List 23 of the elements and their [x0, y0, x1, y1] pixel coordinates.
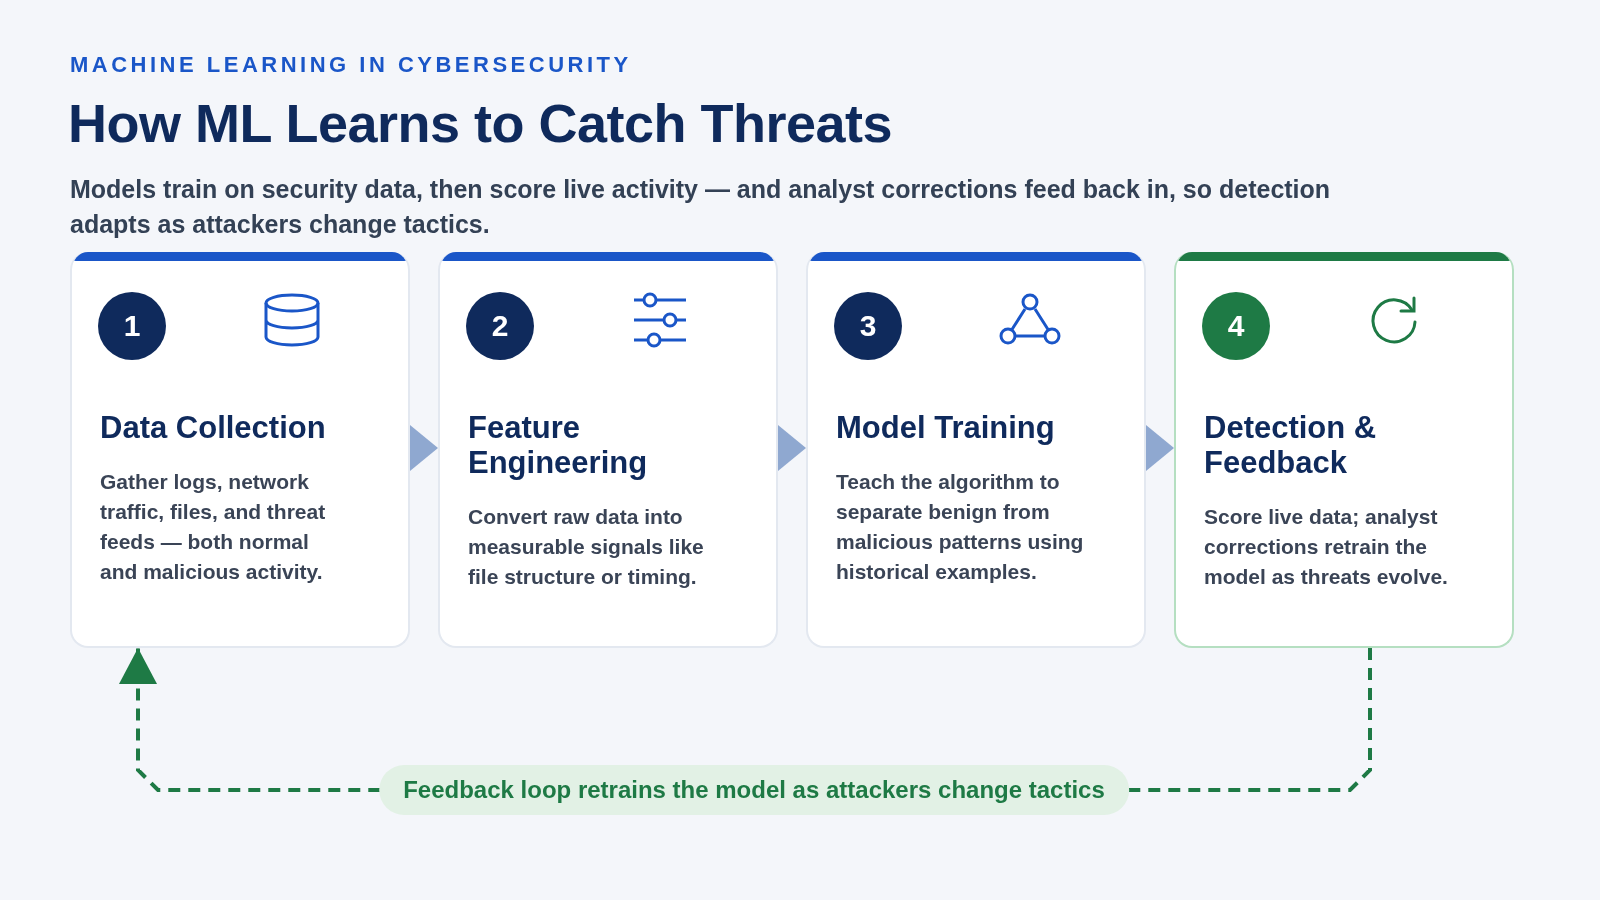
chevron-arrow [778, 425, 806, 471]
step-card [70, 252, 410, 648]
step-number: 3 [834, 292, 902, 360]
subtitle: Models train on security data, then score live activity — and analyst corrections feed back in, so detection adapts as attackers change tactics. [70, 174, 1332, 240]
step-card [438, 252, 778, 648]
step-description: Gather logs, network traffic, files, and threat feeds — both normal and malicious activity. [100, 469, 327, 585]
step-card [806, 252, 1146, 648]
step-number: 1 [98, 292, 166, 360]
step-number: 4 [1202, 292, 1270, 360]
step-title: Detection & Feedback [1204, 410, 1378, 480]
edge-label: Feedback loop retrains the model as attackers change tactics [379, 765, 1129, 815]
kicker-text: MACHINE LEARNING IN CYBERSECURITY [70, 52, 632, 78]
step-title: Data Collection [100, 410, 327, 445]
title: How ML Learns to Catch Threats [68, 92, 893, 154]
step-description: Convert raw data into measurable signals like file structure or timing. [468, 504, 705, 590]
step-number: 2 [466, 292, 534, 360]
chevron-arrow [1146, 425, 1174, 471]
step-card [1174, 252, 1514, 648]
step-title: Model Training [836, 410, 1056, 445]
step-title: Feature Engineering [468, 410, 649, 480]
step-description: Teach the algorithm to separate benign from malicious patterns using historical examples. [836, 469, 1085, 585]
step-description: Score live data; analyst corrections retrain the model as threats evolve. [1204, 504, 1449, 590]
chevron-arrow [410, 425, 438, 471]
